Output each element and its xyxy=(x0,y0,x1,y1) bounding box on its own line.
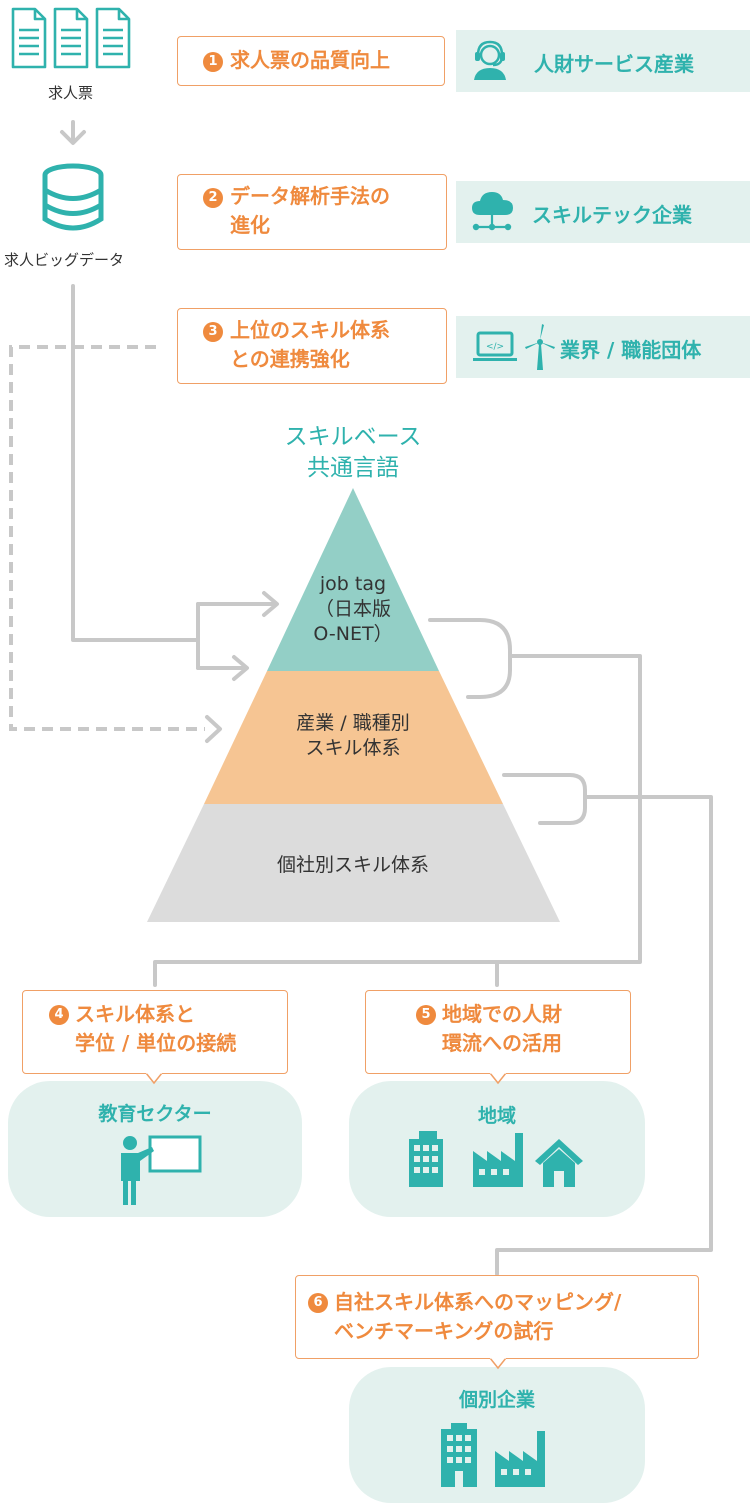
big-data-label: 求人ビッグデータ xyxy=(4,251,125,269)
callout-number: 2 xyxy=(203,188,223,208)
svg-text:</>: </> xyxy=(486,342,504,352)
target-label: 地域 xyxy=(477,1105,516,1127)
source-down-arrow xyxy=(60,120,86,145)
dashed-link-arrowhead xyxy=(205,715,222,743)
house-icon xyxy=(535,1139,583,1187)
pyramid-top-tier xyxy=(267,488,439,671)
pyramid-top-label: job tag （日本版 O-NET） xyxy=(313,573,393,645)
callout-number: 6 xyxy=(308,1293,328,1313)
callout-text: スキル体系と 学位 / 単位の接続 xyxy=(75,1002,237,1055)
actor-skilltech: スキルテック企業 xyxy=(456,181,750,243)
callout-text: 自社スキル体系へのマッピング/ ベンチマーキングの試行 xyxy=(334,1290,622,1343)
pyramid-bottom-tier xyxy=(147,804,560,922)
cloud-network-icon xyxy=(472,192,513,231)
office-building-factory-icons xyxy=(441,1423,545,1487)
top-tier-output-line xyxy=(153,654,642,987)
target-education: 教育セクター xyxy=(8,1081,302,1217)
actor-hr-services: 人財サービス産業 xyxy=(456,30,750,92)
wind-turbine-icon xyxy=(525,324,555,370)
target-individual-company: 個別企業 xyxy=(349,1367,645,1503)
office-building-icon xyxy=(441,1423,477,1487)
middle-tier-bracket xyxy=(502,773,587,825)
target-label: 教育セクター xyxy=(98,1103,212,1125)
callout-6: 6 自社スキル体系へのマッピング/ ベンチマーキングの試行 xyxy=(295,1275,699,1359)
pyramid-middle-label: 産業 / 職種別 スキル体系 xyxy=(296,712,410,759)
target-label: 個別企業 xyxy=(458,1389,535,1411)
job-tickets-icon xyxy=(11,7,131,69)
actor-label: 人財サービス産業 xyxy=(534,52,694,76)
common-language-heading: スキルベース 共通言語 xyxy=(284,424,422,481)
callout-text: データ解析手法の 進化 xyxy=(230,184,390,237)
teacher-whiteboard-icon xyxy=(121,1135,202,1205)
feed-arrow-lower xyxy=(196,655,249,681)
target-region: 地域 xyxy=(349,1081,645,1217)
callout-3: 3 上位のスキル体系 との連携強化 xyxy=(177,308,447,384)
callout-5: 5 地域での人財 環流への活用 xyxy=(365,990,631,1074)
building-icon xyxy=(409,1131,443,1187)
laptop-code-icon: </> xyxy=(473,331,517,361)
feed-arrow-upper xyxy=(196,591,279,617)
callout-number: 5 xyxy=(416,1005,436,1025)
callout-2: 2 データ解析手法の 進化 xyxy=(177,174,447,250)
actor-label: 業界 / 職能団体 xyxy=(560,338,702,362)
top-tier-bracket xyxy=(428,618,512,699)
callout-text: 地域での人財 環流への活用 xyxy=(442,1002,562,1055)
bigdata-feed-line xyxy=(71,284,200,642)
pyramid-bottom-label: 個社別スキル体系 xyxy=(276,854,429,876)
factory-icon xyxy=(495,1431,545,1487)
callout-4: 4 スキル体系と 学位 / 単位の接続 xyxy=(22,990,288,1074)
job-tickets-label: 求人票 xyxy=(48,84,94,102)
callout-number: 4 xyxy=(49,1005,69,1025)
actor-label: スキルテック企業 xyxy=(532,203,692,227)
callout-1: 1 求人票の品質向上 xyxy=(177,36,445,86)
headset-operator-icon xyxy=(474,40,506,80)
buildings-factory-house-icons xyxy=(409,1131,583,1187)
callout-text: 求人票の品質向上 xyxy=(230,48,390,72)
actor-industry-groups: </> 業界 / 職能団体 xyxy=(456,316,750,378)
dashed-link-line xyxy=(9,345,205,731)
callout-number: 1 xyxy=(203,52,223,72)
pyramid-middle-tier xyxy=(204,671,503,804)
middle-tier-output-line xyxy=(495,795,713,1276)
database-icon xyxy=(42,163,104,231)
factory-icon xyxy=(473,1133,523,1187)
callout-number: 3 xyxy=(203,322,223,342)
callout-text: 上位のスキル体系 との連携強化 xyxy=(230,318,390,371)
